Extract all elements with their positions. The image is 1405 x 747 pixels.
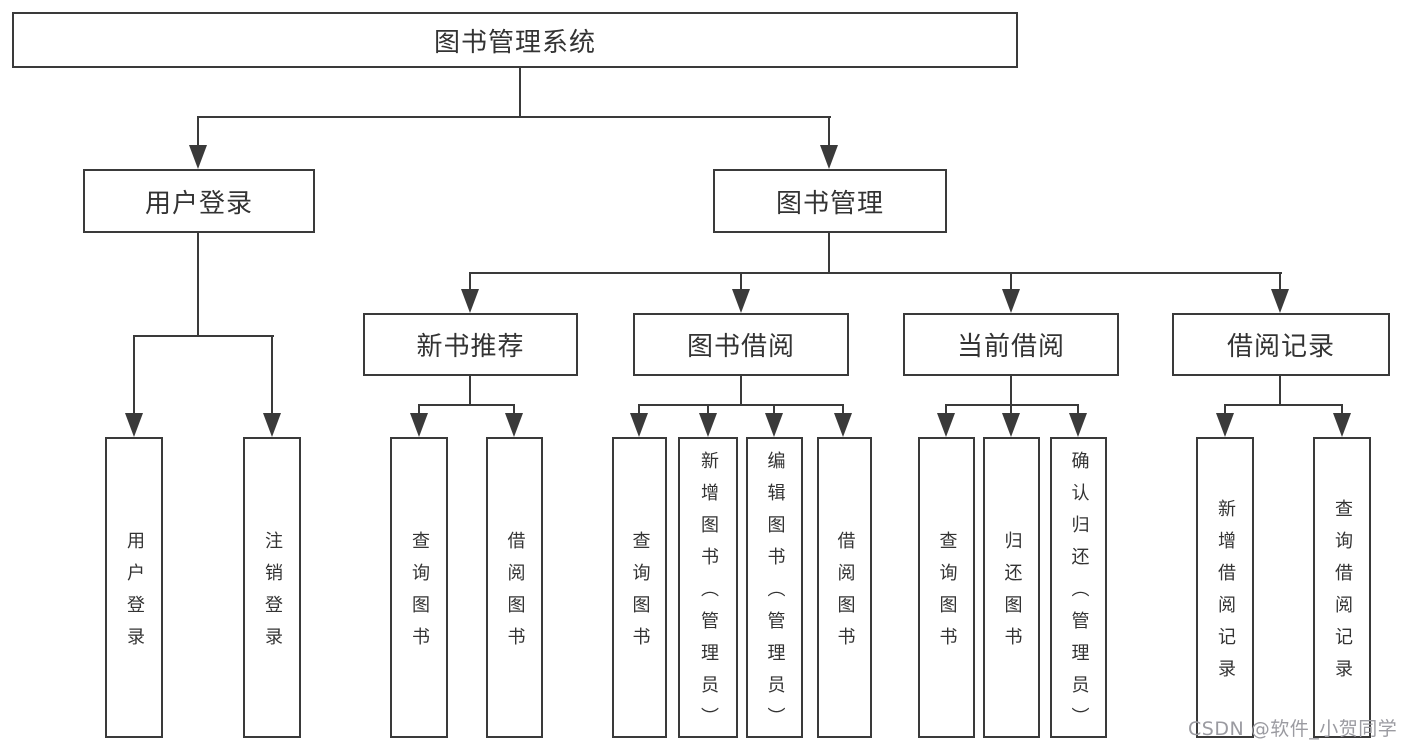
connector-current-borrow-hline [945, 404, 1079, 406]
connector-new-book-rec-hline [418, 404, 515, 406]
connector-to-new-book-rec-line [469, 272, 471, 291]
arrow-to-logout [263, 413, 281, 437]
node-root: 图书管理系统 [12, 12, 1018, 68]
arrow-to-bor-add [699, 413, 717, 437]
arrow-to-bor-borrow [834, 413, 852, 437]
connector-to-logout-line [271, 335, 273, 415]
leaf-bor-query-label: 查询图书 [629, 530, 651, 659]
leaf-bor-borrow: 借阅图书 [817, 437, 872, 738]
arrow-to-rec-borrow [505, 413, 523, 437]
arrow-to-bor-edit [765, 413, 783, 437]
connector-to-bor-borrow-line [842, 404, 844, 416]
connector-user-login-stub [197, 233, 199, 337]
leaf-logout: 注销登录 [243, 437, 301, 738]
leaf-bor-edit: 编辑图书（管理员） [746, 437, 803, 739]
connector-book-mgmt-hline [469, 272, 1282, 274]
leaf-cur-confirm: 确认归还（管理员） [1050, 437, 1107, 739]
arrow-to-bor-query [630, 413, 648, 437]
arrow-to-book-borrow [732, 289, 750, 313]
connector-book-mgmt-stub [828, 233, 830, 274]
leaf-cur-query: 查询图书 [918, 437, 975, 738]
connector-borrow-records-hline [1224, 404, 1343, 406]
node-book-mgmt-label: 图书管理 [775, 188, 884, 219]
connector-to-rcd-query-line [1341, 404, 1343, 416]
csdn-watermark: CSDN @软件_小贺同学 [1188, 718, 1398, 740]
connector-to-current-borrow-line [1010, 272, 1012, 291]
leaf-rec-query-label: 查询图书 [409, 530, 430, 659]
arrow-to-book-mgmt [820, 145, 838, 169]
leaf-cur-query-label: 查询图书 [936, 530, 958, 659]
connector-to-login-line [133, 335, 135, 415]
node-borrow-records-label: 借阅记录 [1226, 332, 1335, 362]
connector-to-rec-borrow-line [513, 404, 515, 416]
leaf-cur-return-label: 归还图书 [1001, 530, 1023, 659]
leaf-bor-query: 查询图书 [612, 437, 667, 738]
arrow-to-cur-confirm [1069, 413, 1087, 437]
connector-current-borrow-stub [1010, 376, 1012, 406]
connector-to-bor-query-line [638, 404, 640, 416]
connector-new-book-rec-stub [469, 376, 471, 406]
leaf-rec-borrow: 借阅图书 [486, 437, 543, 738]
arrow-to-rec-query [410, 413, 428, 437]
connector-to-book-mgmt-line [828, 116, 830, 147]
arrow-to-cur-return [1002, 413, 1020, 437]
leaf-rcd-add: 新增借阅记录 [1196, 437, 1254, 738]
leaf-rec-borrow-label: 借阅图书 [504, 530, 526, 659]
arrow-to-rcd-add [1216, 413, 1234, 437]
connector-to-bor-add-line [707, 404, 709, 416]
leaf-rcd-query: 查询借阅记录 [1313, 437, 1371, 738]
connector-root-hline [197, 116, 831, 118]
node-user-login-label: 用户登录 [144, 188, 253, 219]
connector-to-borrow-records-line [1279, 272, 1281, 291]
connector-user-login-hline [133, 335, 274, 337]
leaf-login: 用户登录 [105, 437, 163, 738]
leaf-cur-return: 归还图书 [983, 437, 1040, 738]
arrow-to-current-borrow [1002, 289, 1020, 313]
leaf-bor-add-label: 新增图书（管理员） [698, 450, 719, 739]
leaf-rcd-add-label: 新增借阅记录 [1215, 498, 1236, 691]
node-root-label: 图书管理系统 [433, 27, 596, 58]
connector-book-borrow-hline [638, 404, 844, 406]
leaf-rcd-query-label: 查询借阅记录 [1332, 498, 1353, 691]
leaf-bor-edit-label: 编辑图书（管理员） [764, 450, 786, 739]
leaf-cur-confirm-label: 确认归还（管理员） [1068, 450, 1090, 739]
arrow-to-borrow-records [1271, 289, 1289, 313]
arrow-to-rcd-query [1333, 413, 1351, 437]
connector-to-rcd-add-line [1224, 404, 1226, 416]
node-book-borrow-label: 图书借阅 [686, 332, 795, 362]
leaf-bor-borrow-label: 借阅图书 [834, 530, 856, 659]
node-borrow-records: 借阅记录 [1172, 313, 1390, 376]
node-new-book-rec-label: 新书推荐 [416, 332, 525, 362]
arrow-to-login [125, 413, 143, 437]
node-current-borrow: 当前借阅 [903, 313, 1119, 376]
connector-to-cur-confirm-line [1077, 404, 1079, 416]
connector-book-borrow-stub [740, 376, 742, 406]
connector-root-stub [519, 68, 521, 118]
node-book-mgmt: 图书管理 [713, 169, 947, 233]
arrow-to-user-login [189, 145, 207, 169]
connector-to-cur-return-line [1010, 404, 1012, 416]
leaf-logout-label: 注销登录 [262, 530, 283, 659]
leaf-bor-add: 新增图书（管理员） [678, 437, 738, 739]
node-new-book-rec: 新书推荐 [363, 313, 578, 376]
leaf-rec-query: 查询图书 [390, 437, 448, 738]
node-user-login: 用户登录 [83, 169, 315, 233]
arrow-to-cur-query [937, 413, 955, 437]
connector-to-cur-query-line [945, 404, 947, 416]
node-current-borrow-label: 当前借阅 [956, 332, 1065, 362]
connector-to-user-login-line [197, 116, 199, 147]
leaf-login-label: 用户登录 [124, 530, 145, 659]
connector-to-rec-query-line [418, 404, 420, 416]
arrow-to-new-book-rec [461, 289, 479, 313]
connector-to-book-borrow-line [740, 272, 742, 291]
connector-to-bor-edit-line [773, 404, 775, 416]
connector-borrow-records-stub [1279, 376, 1281, 406]
node-book-borrow: 图书借阅 [633, 313, 849, 376]
